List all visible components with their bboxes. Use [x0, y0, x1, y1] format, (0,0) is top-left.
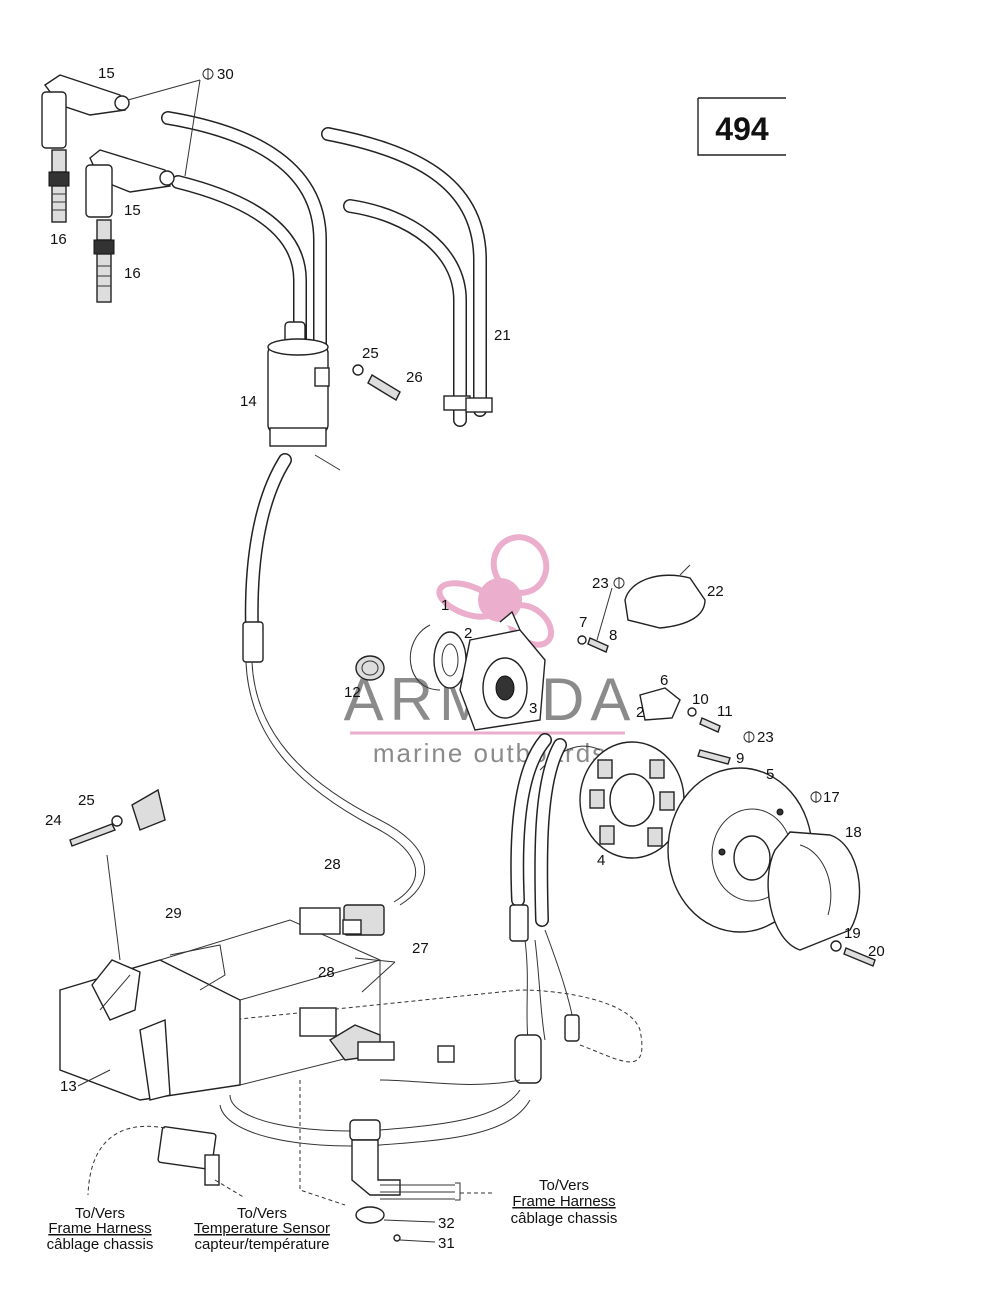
callout-23-lower: 23: [757, 729, 774, 746]
bottom-harness: [87, 1079, 531, 1243]
callout-22: 22: [707, 583, 724, 600]
cover-part-22: [624, 564, 706, 629]
sealant-icon-30: [202, 68, 214, 80]
callout-labels: 15 30 15 16 16 21 25 26 14 23 22 1 7 2 8…: [45, 65, 885, 1252]
callout-31: 31: [438, 1235, 455, 1252]
callout-16-upper: 16: [50, 231, 67, 248]
control-module: [59, 854, 381, 1101]
callout-6: 6: [660, 672, 668, 689]
callout-26: 26: [406, 369, 423, 386]
callout-10: 10: [692, 691, 709, 708]
note-left-line2: Frame Harness: [48, 1220, 151, 1237]
screw-7-8: [577, 587, 613, 653]
note-right-line1: To/Vers: [539, 1177, 589, 1194]
callout-7: 7: [579, 614, 587, 631]
ignition-coil: [267, 321, 401, 471]
callout-13: 13: [60, 1078, 77, 1095]
note-left-line1: To/Vers: [75, 1205, 125, 1222]
note-temp-line3: capteur/température: [194, 1236, 329, 1253]
callout-20: 20: [868, 943, 885, 960]
pickup-part-6: [639, 687, 731, 765]
callout-27: 27: [412, 940, 429, 957]
callout-17: 17: [823, 789, 840, 806]
callout-23-upper: 23: [592, 575, 609, 592]
callout-15-lower: 15: [124, 202, 141, 219]
propeller-logo-icon: [436, 534, 555, 648]
callout-16-lower: 16: [124, 265, 141, 282]
callout-9: 9: [736, 750, 744, 767]
note-right-line2: Frame Harness: [512, 1193, 615, 1210]
callout-11: 11: [717, 703, 733, 720]
callout-12: 12: [344, 684, 361, 701]
note-frame-harness-left: To/Vers Frame Harness câblage chassis: [47, 1205, 154, 1253]
spark-plug-upper: [48, 149, 70, 223]
watermark-tagline: marine outboards: [373, 738, 607, 768]
note-left-line3: câblage chassis: [47, 1236, 154, 1253]
sealant-icon-23-lower: [743, 731, 755, 743]
connector-upper-28: [299, 904, 385, 936]
callout-29: 29: [165, 905, 182, 922]
high-tension-wires: [161, 111, 493, 427]
callout-28-upper: 28: [324, 856, 341, 873]
callout-18: 18: [845, 824, 862, 841]
seal-parts: [409, 610, 546, 731]
callout-24: 24: [45, 812, 62, 829]
callout-1: 1: [441, 597, 449, 614]
stator-harness: [229, 733, 643, 1084]
callout-4: 4: [597, 852, 605, 869]
cap-part-12: [355, 655, 385, 681]
ring-part-18: [767, 831, 876, 967]
sealant-icon-17: [810, 791, 822, 803]
note-temp-line2: Temperature Sensor: [194, 1220, 330, 1237]
note-frame-harness-right: To/Vers Frame Harness câblage chassis: [511, 1177, 618, 1227]
note-temperature-sensor: To/Vers Temperature Sensor capteur/tempé…: [194, 1205, 330, 1253]
note-temp-line1: To/Vers: [237, 1205, 287, 1222]
coil-harness-cable: [242, 453, 426, 906]
callout-3: 3: [529, 700, 537, 717]
callout-25-upper: 25: [362, 345, 379, 362]
spark-plug-cap-upper: [41, 74, 130, 149]
callout-30: 30: [217, 66, 234, 83]
spark-plug-lower: [93, 219, 115, 303]
callout-8: 8: [609, 627, 617, 644]
page-number-box: 494: [697, 97, 786, 156]
spark-plug-cap-lower: [85, 149, 175, 218]
callout-19: 19: [844, 925, 861, 942]
callout-15-upper: 15: [98, 65, 115, 82]
callout-5: 5: [766, 766, 774, 783]
note-right-line3: câblage chassis: [511, 1210, 618, 1227]
sealant-icon-23-upper: [613, 577, 625, 589]
callout-2-left: 2: [464, 625, 472, 642]
page-number: 494: [715, 111, 769, 147]
callout-21: 21: [494, 327, 511, 344]
callout-leaders-30: [127, 79, 201, 177]
callout-32: 32: [438, 1215, 455, 1232]
callout-25-lower: 25: [78, 792, 95, 809]
bracket-parts-24-25: [69, 788, 166, 847]
connector-lower-28: [299, 957, 455, 1063]
callout-14: 14: [240, 393, 257, 410]
callout-28-lower: 28: [318, 964, 335, 981]
callout-2-right: 2: [636, 704, 644, 721]
